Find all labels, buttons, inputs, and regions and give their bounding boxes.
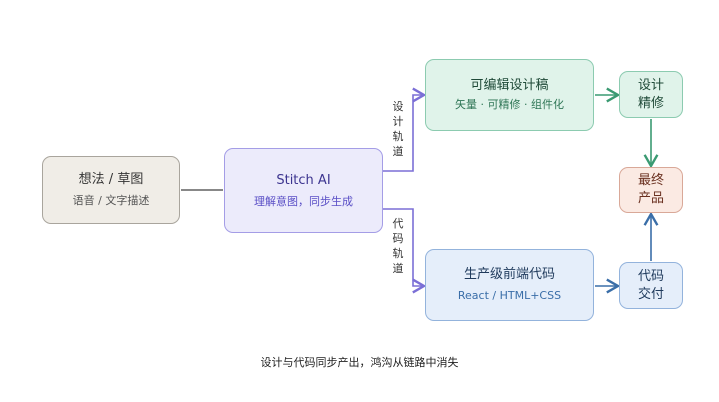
code-title: 生产级前端代码 xyxy=(463,267,555,282)
code-subtitle: React / HTML+CSS xyxy=(457,289,562,302)
final-node: 最终产品 xyxy=(619,167,683,213)
input-subtitle: 语音 / 文字描述 xyxy=(72,194,150,207)
refine-title: 设计精修 xyxy=(637,77,664,111)
design-track-arrow xyxy=(383,87,427,172)
design-subtitle: 矢量 · 可精修 · 组件化 xyxy=(455,98,564,111)
code-track-label: 代码轨道 xyxy=(392,217,404,275)
stitch-title: Stitch AI xyxy=(276,172,331,188)
input-title: 想法 / 草图 xyxy=(78,172,144,187)
delivery-node: 代码交付 xyxy=(619,262,683,309)
delivery-title: 代码交付 xyxy=(637,268,664,302)
input-node: 想法 / 草图 语音 / 文字描述 xyxy=(42,156,180,224)
design-title: 可编辑设计稿 xyxy=(470,78,549,93)
stitch-subtitle: 理解意图，同步生成 xyxy=(254,194,353,208)
design-track-label: 设计轨道 xyxy=(392,100,404,158)
refine-node: 设计精修 xyxy=(619,71,683,118)
stitch-node: Stitch AI 理解意图，同步生成 xyxy=(224,148,383,233)
final-title: 最终产品 xyxy=(637,173,664,206)
design-node: 可编辑设计稿 矢量 · 可精修 · 组件化 xyxy=(425,59,594,131)
code-node: 生产级前端代码 React / HTML+CSS xyxy=(425,249,594,321)
caption: 设计与代码同步产出，鸿沟从链路中消失 xyxy=(260,356,459,369)
code-track-arrow xyxy=(383,208,427,294)
